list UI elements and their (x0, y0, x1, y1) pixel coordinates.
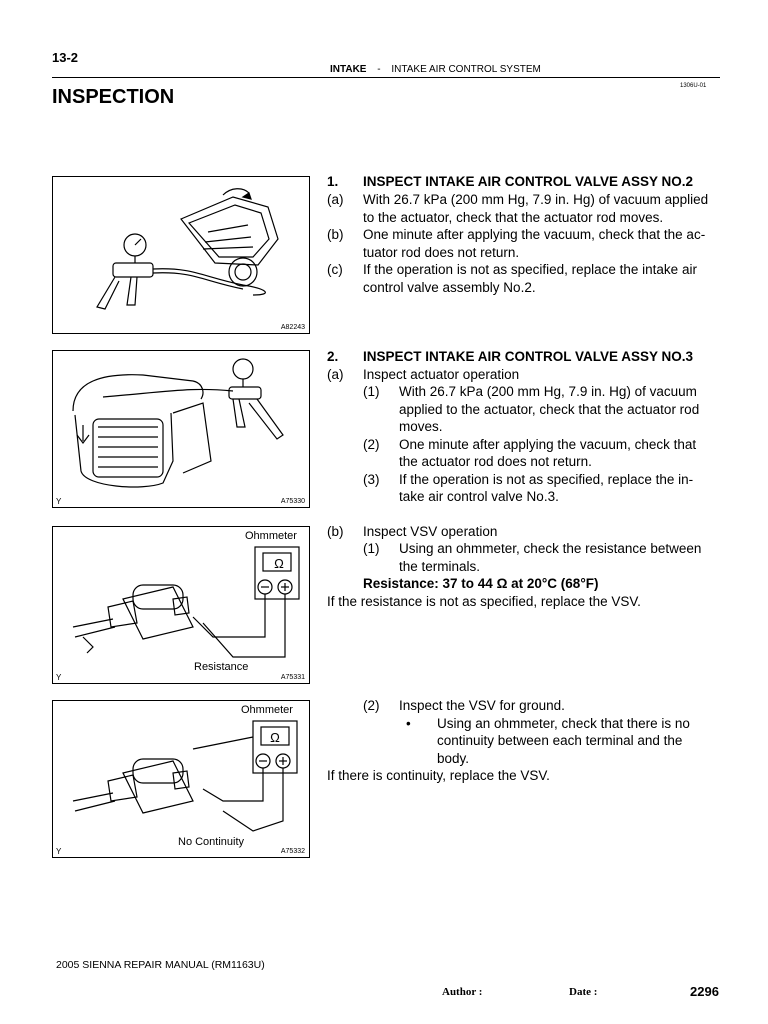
bullet-line3: body. (437, 750, 470, 766)
step2-heading: INSPECT INTAKE AIR CONTROL VALVE ASSY NO… (363, 349, 694, 364)
step2-b2-text: Inspect the VSV for ground. (399, 698, 565, 713)
bullet-mark: • (406, 715, 411, 731)
bullet-line2: continuity between each terminal and the (437, 733, 683, 748)
step2-a-label: (a) (327, 366, 344, 382)
continuity-note: If there is continuity, replace the VSV. (327, 768, 550, 783)
ohm-symbol: Ω (270, 730, 280, 745)
step2-a1-label: (1) (363, 384, 380, 399)
figure-corner-mark: Y (56, 497, 62, 506)
step1-heading: INSPECT INTAKE AIR CONTROL VALVE ASSY NO… (363, 174, 694, 189)
step1-c-line1: If the operation is not as specified, re… (363, 262, 697, 277)
no-continuity-caption: No Continuity (178, 836, 245, 848)
step2-b-text: Inspect VSV operation (363, 523, 498, 539)
step1-b-label: (b) (327, 227, 344, 242)
step2-b1-label: (1) (363, 541, 380, 556)
step1-c-line2: control valve assembly No.2. (363, 279, 536, 295)
step2-a2-label: (2) (363, 436, 380, 452)
ohm-symbol: Ω (274, 556, 284, 571)
step2-a3-line2: take air control valve No.3. (399, 489, 559, 504)
resistance-note: If the resistance is not as specified, r… (327, 593, 641, 609)
date-label: Date : (569, 986, 598, 998)
manual-footer: 2005 SIENNA REPAIR MANUAL (RM1163U) (56, 959, 265, 971)
footer-page-number: 2296 (690, 984, 719, 999)
step2-a2-line2: the actuator rod does not return. (399, 454, 592, 469)
figure-vsv-resistance: Ohmmeter Ω Resistance Y A75331 (52, 526, 310, 684)
section-name: INTAKE (330, 64, 367, 75)
figure-vsv-ground: Ohmmeter Ω No Continuity Y A75332 (52, 700, 310, 858)
figure-corner-mark: Y (56, 673, 62, 682)
illustration-ohmmeter-vsv: Ω (72, 546, 300, 658)
step1-number: 1. (327, 174, 339, 189)
step2-a-text: Inspect actuator operation (363, 366, 520, 382)
ohmmeter-label: Ohmmeter (245, 530, 297, 542)
step1-a-line1: With 26.7 kPa (200 mm Hg, 7.9 in. Hg) of… (363, 192, 709, 207)
ohmmeter-label: Ohmmeter (241, 704, 293, 716)
figure-id: A75330 (280, 498, 305, 505)
running-header: INTAKE - INTAKE AIR CONTROL SYSTEM (330, 64, 541, 75)
figure-id: A82243 (280, 324, 305, 331)
resistance-caption: Resistance (194, 661, 249, 673)
step2-b2-label: (2) (363, 698, 380, 713)
step1-b-line2: tuator rod does not return. (363, 244, 520, 260)
step1-a-line2: to the actuator, check that the actuator… (363, 209, 664, 225)
author-label: Author : (442, 986, 483, 998)
step1-a-label: (a) (327, 192, 344, 207)
header-separator: - (377, 64, 381, 75)
step2-a1-line1: With 26.7 kPa (200 mm Hg, 7.9 in. Hg) of… (399, 384, 697, 399)
step2-a2-line1: One minute after applying the vacuum, ch… (399, 436, 697, 452)
step1-b-line1: One minute after applying the vacuum, ch… (363, 227, 706, 242)
step2-b1-line1: Using an ohmmeter, check the resistance … (399, 541, 702, 556)
illustration-ohmmeter-vsv-ground: Ω (72, 720, 298, 832)
step2-number: 2. (327, 349, 339, 364)
page-title: INSPECTION (52, 86, 175, 108)
figure-vacuum-valve-no3: Y A75330 (52, 350, 310, 508)
figure-id: A75331 (280, 674, 305, 681)
page-number: 13-2 (52, 50, 79, 65)
step2-b1-line2: the terminals. (399, 558, 481, 574)
illustration-vacuum-pump-valve (96, 188, 279, 310)
step2-a1-line3: moves. (399, 419, 443, 434)
step2-b-label: (b) (327, 523, 344, 539)
step2-a3-label: (3) (363, 471, 380, 487)
step2-a3-line1: If the operation is not as specified, re… (399, 471, 694, 487)
header-rule (52, 77, 720, 78)
subsection-name: INTAKE AIR CONTROL SYSTEM (391, 64, 541, 75)
figure-id: A75332 (280, 848, 305, 855)
illustration-intake-valve-no3 (72, 358, 284, 488)
resistance-spec: Resistance: 37 to 44 Ω at 20°C (68°F) (363, 576, 599, 591)
step2-a1-line2: applied to the actuator, check that the … (399, 401, 700, 417)
step1-c-label: (c) (327, 262, 343, 277)
bullet-line1: Using an ohmmeter, check that there is n… (437, 715, 690, 731)
figure-corner-mark: Y (56, 847, 62, 856)
doc-code: 1306U-01 (680, 83, 707, 89)
figure-vacuum-valve-no2: A82243 (52, 176, 310, 334)
